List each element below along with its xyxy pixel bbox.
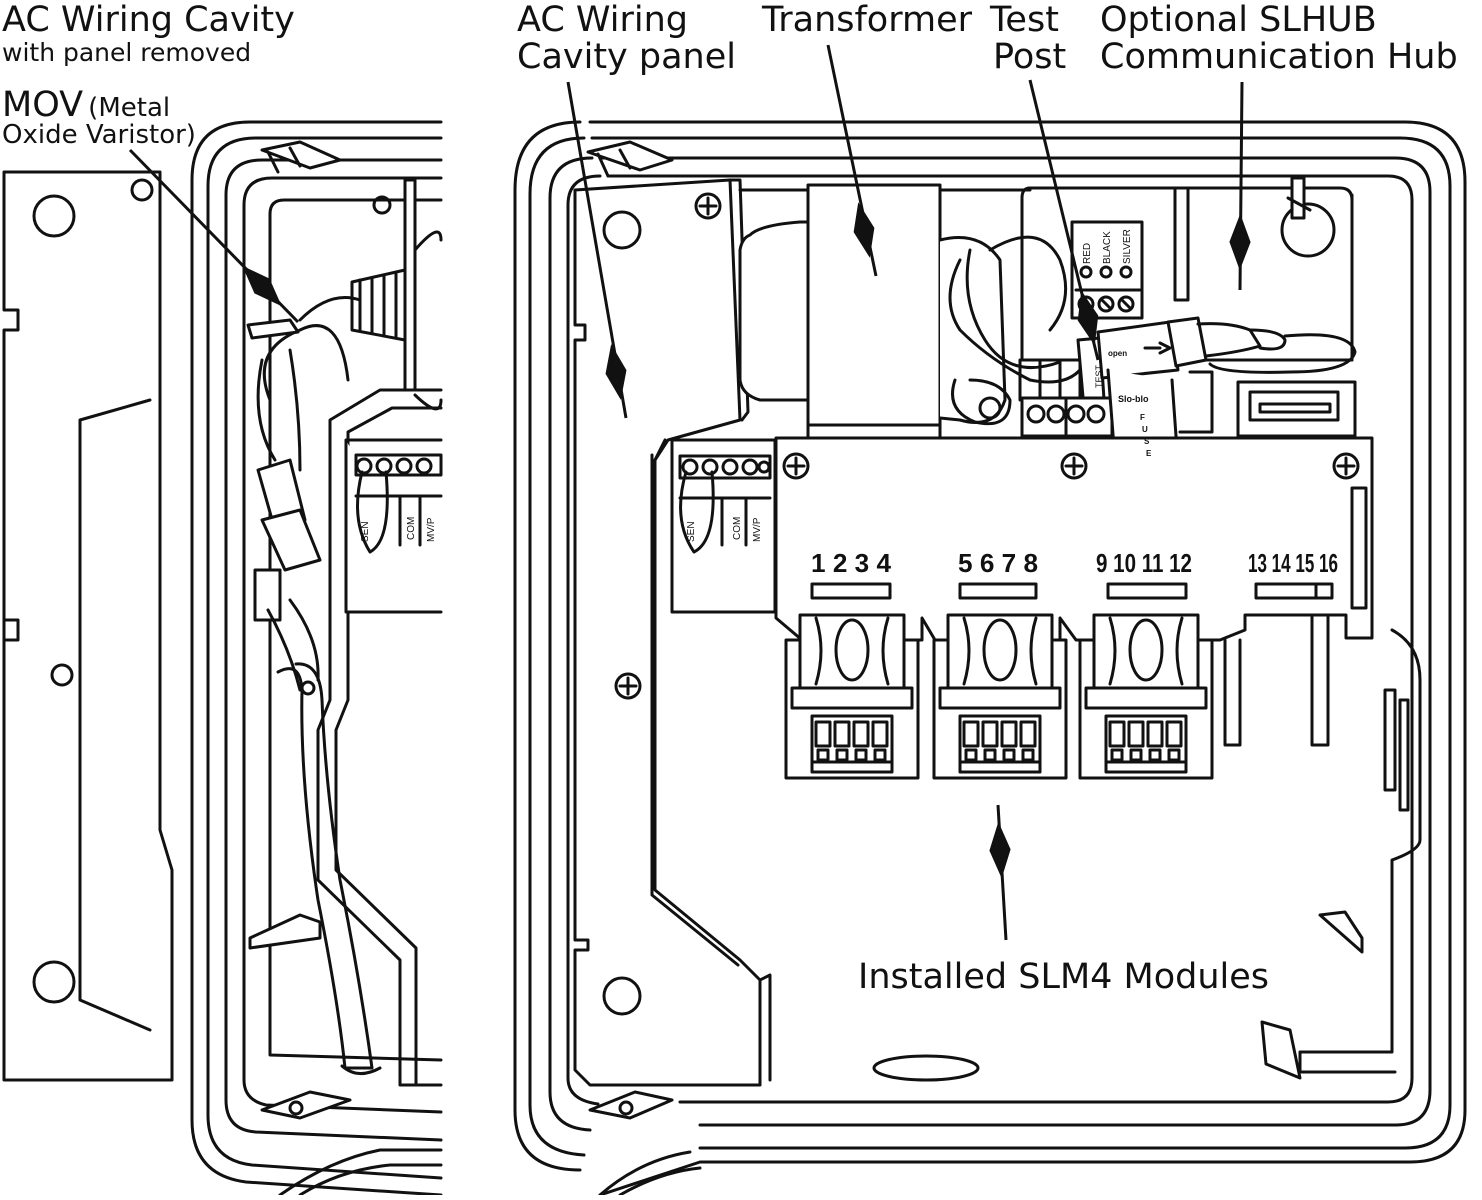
arrowhead-icon [1229, 213, 1251, 271]
arrowhead-icon [605, 344, 627, 400]
fuse-letter: F [1140, 413, 1145, 422]
arrowhead-icon [853, 202, 875, 258]
fuse-letter: U [1142, 425, 1148, 434]
removed-panel [2, 170, 174, 1082]
mount-hole-icon [602, 976, 642, 1016]
fuse-letter: E [1146, 449, 1152, 458]
transformer-wires [948, 235, 1092, 426]
terminal-label-sen: SEN [360, 521, 371, 542]
test-post-label-line1: Test [990, 0, 1059, 40]
slhub-leader [1229, 81, 1251, 291]
test-post-leader [1028, 79, 1100, 361]
mount-hole-icon [602, 210, 642, 250]
mov-label-main: MOV [2, 85, 84, 125]
slm4-leader [989, 804, 1011, 941]
slhub-label-line2: Communication Hub [1100, 37, 1458, 77]
ac-wiring-cavity-title: AC Wiring Cavity [2, 0, 295, 40]
terminal-label-com: COM [406, 517, 417, 540]
fuse-letter: S [1144, 437, 1150, 446]
mov-label-line2: Oxide Varistor) [2, 120, 196, 150]
transformer [738, 183, 1007, 440]
right-cabinet [513, 120, 1467, 1197]
fuse-brand-label: Slo-blo [1118, 394, 1149, 404]
slm4-modules-label: Installed SLM4 Modules [858, 957, 1270, 997]
slm4-modules [784, 613, 1214, 780]
slhub-label-line1: Optional SLHUB [1100, 0, 1377, 40]
ac-wiring-cavity-subtitle: with panel removed [2, 38, 252, 67]
terminal-label-mvp: MV/P [426, 517, 437, 542]
slm4-module [784, 613, 920, 780]
slm4-module [1078, 613, 1214, 780]
fuse-open-label: open [1108, 349, 1127, 358]
mov-label-paren: (Metal [88, 93, 171, 123]
terminal-label-mvp: MV/P [752, 517, 763, 542]
terminal-label-sen: SEN [686, 521, 697, 542]
board-screws [614, 192, 1360, 700]
cavity-panel-label-line2: Cavity panel [517, 37, 736, 77]
station-group-label: 9 10 11 12 [1096, 548, 1192, 578]
mount-hole-icon [32, 194, 76, 238]
slm4-module [932, 613, 1068, 780]
wire-label-black: BLACK [1102, 231, 1113, 264]
terminal-cover [1236, 380, 1357, 438]
test-post-label-line2: Post [993, 37, 1067, 77]
station-group-label: 1 2 3 4 [811, 548, 892, 578]
arrowhead-icon [1077, 290, 1099, 346]
arrowhead-icon [242, 265, 282, 307]
panel-leader [566, 81, 628, 419]
test-post-label: TEST [1094, 364, 1104, 388]
cavity-panel-label-line1: AC Wiring [517, 0, 688, 40]
mov-label: MOV (Metal [2, 88, 170, 123]
mount-hole-icon [32, 960, 76, 1004]
sensor-terminal-block [670, 438, 777, 614]
transformer-label: Transformer [762, 0, 973, 40]
drawing-text: SEN COM MV/P SEN COM MV/P RED BLACK SILV… [360, 229, 1338, 578]
transformer-leader [826, 44, 878, 277]
station-group-label: 13 14 15 16 [1248, 548, 1338, 578]
wire-label-red: RED [1082, 243, 1093, 264]
terminal-label-com: COM [732, 517, 743, 540]
slhub-bay [1020, 176, 1354, 362]
left-cabinet [190, 120, 443, 1197]
ac-wiring-cavity-panel [573, 178, 772, 1087]
mov-leader [128, 148, 300, 324]
wire-label-silver: SILVER [1122, 229, 1133, 264]
arrowhead-icon [989, 821, 1011, 879]
callout-leaders [128, 44, 1251, 941]
station-group-label: 5 6 7 8 [958, 548, 1038, 578]
